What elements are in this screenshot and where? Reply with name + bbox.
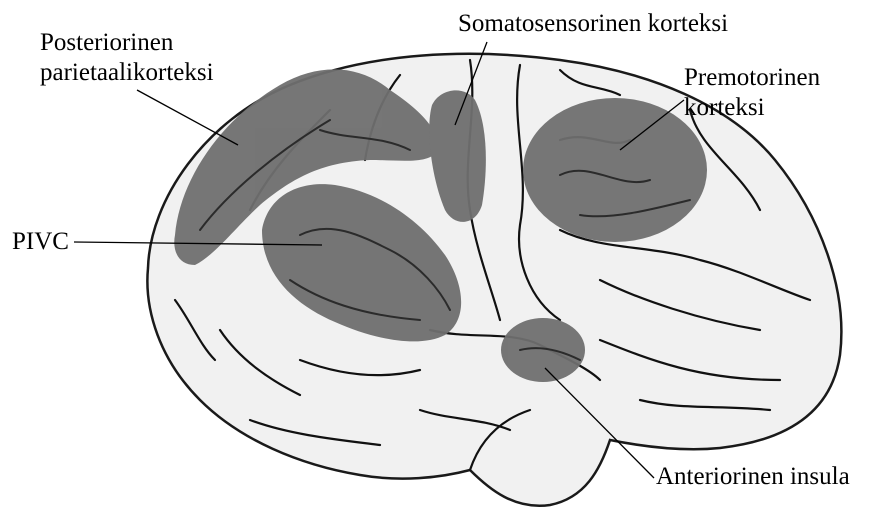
region-premotor — [523, 98, 707, 242]
label-pivc: PIVC — [12, 227, 69, 257]
leader-posterior — [137, 90, 238, 145]
region-anterior-insula — [501, 318, 585, 382]
label-anterior-insula: Anteriorinen insula — [656, 462, 850, 492]
label-posterior-line1: Posteriorinen — [40, 28, 214, 58]
label-premotor: Premotorinen korteksi — [684, 63, 820, 123]
label-somatosensory: Somatosensorinen korteksi — [458, 9, 728, 39]
label-posterior-line2: parietaalikorteksi — [40, 58, 214, 88]
label-premotor-line2: korteksi — [684, 93, 820, 123]
label-premotor-line1: Premotorinen — [684, 63, 820, 93]
label-posterior-parietal: Posteriorinen parietaalikorteksi — [40, 28, 214, 88]
